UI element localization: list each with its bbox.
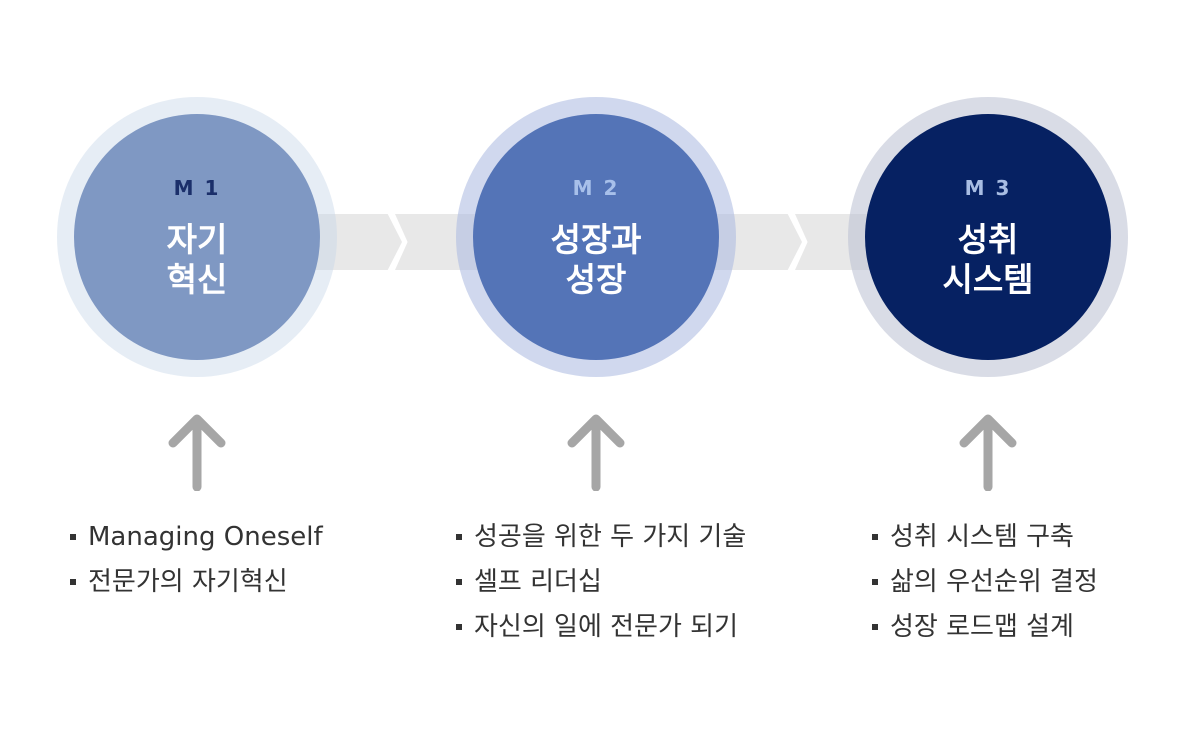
stage-3-items: 성취 시스템 구축 삶의 우선순위 결정 성장 로드맵 설계 <box>872 516 1098 651</box>
bullet-icon <box>872 534 878 540</box>
list-item-text: 성공을 위한 두 가지 기술 <box>474 522 747 552</box>
stage-2-title-line-1: 성장과 <box>550 220 642 259</box>
stage-3-circle: M 3 성취 시스템 <box>865 114 1111 360</box>
bullet-icon <box>456 534 462 540</box>
stage-1-items: Managing Oneself 전문가의 자기혁신 <box>70 516 323 606</box>
stage-3-title-line-1: 성취 <box>957 220 1019 259</box>
bullet-icon <box>70 534 76 540</box>
bullet-icon <box>456 579 462 585</box>
bullet-icon <box>456 624 462 630</box>
stage-2-items: 성공을 위한 두 가지 기술 셀프 리더십 자신의 일에 전문가 되기 <box>456 516 746 651</box>
stage-2-title-line-2: 성장 <box>565 260 627 299</box>
list-item: 성장 로드맵 설계 <box>872 606 1098 651</box>
stage-3-code: M 3 <box>964 176 1012 200</box>
list-item-text: 전문가의 자기혁신 <box>88 567 288 597</box>
list-item-text: 자신의 일에 전문가 되기 <box>474 612 738 642</box>
arrow-up-icon <box>168 414 226 491</box>
stage-2-circle: M 2 성장과 성장 <box>473 114 719 360</box>
stage-1-title-line-1: 자기 <box>166 220 228 259</box>
list-item: 전문가의 자기혁신 <box>70 561 323 606</box>
bullet-icon <box>872 579 878 585</box>
stage-3-title-line-2: 시스템 <box>942 260 1034 299</box>
stage-1-ring: M 1 자기 혁신 <box>57 97 337 377</box>
arrow-up-icon <box>959 414 1017 491</box>
stage-2-code: M 2 <box>572 176 620 200</box>
list-item-text: 성취 시스템 구축 <box>890 522 1074 552</box>
list-item: Managing Oneself <box>70 516 323 561</box>
list-item-text: 성장 로드맵 설계 <box>890 612 1074 642</box>
list-item-text: 삶의 우선순위 결정 <box>890 567 1098 597</box>
stage-1-title: 자기 혁신 <box>74 220 320 300</box>
list-item: 성공을 위한 두 가지 기술 <box>456 516 746 561</box>
stage-2-ring: M 2 성장과 성장 <box>456 97 736 377</box>
stage-1-circle: M 1 자기 혁신 <box>74 114 320 360</box>
stage-3-ring: M 3 성취 시스템 <box>848 97 1128 377</box>
stage-2-title: 성장과 성장 <box>473 220 719 300</box>
list-item: 자신의 일에 전문가 되기 <box>456 606 746 651</box>
arrow-up-icon <box>567 414 625 491</box>
bullet-icon <box>872 624 878 630</box>
list-item-text: 셀프 리더십 <box>474 567 602 597</box>
bullet-icon <box>70 579 76 585</box>
list-item-text: Managing Oneself <box>88 522 323 552</box>
list-item: 셀프 리더십 <box>456 561 746 606</box>
stage-3-title: 성취 시스템 <box>865 220 1111 300</box>
stage-1-code: M 1 <box>173 176 221 200</box>
list-item: 삶의 우선순위 결정 <box>872 561 1098 606</box>
list-item: 성취 시스템 구축 <box>872 516 1098 561</box>
stage-1-title-line-2: 혁신 <box>166 260 228 299</box>
